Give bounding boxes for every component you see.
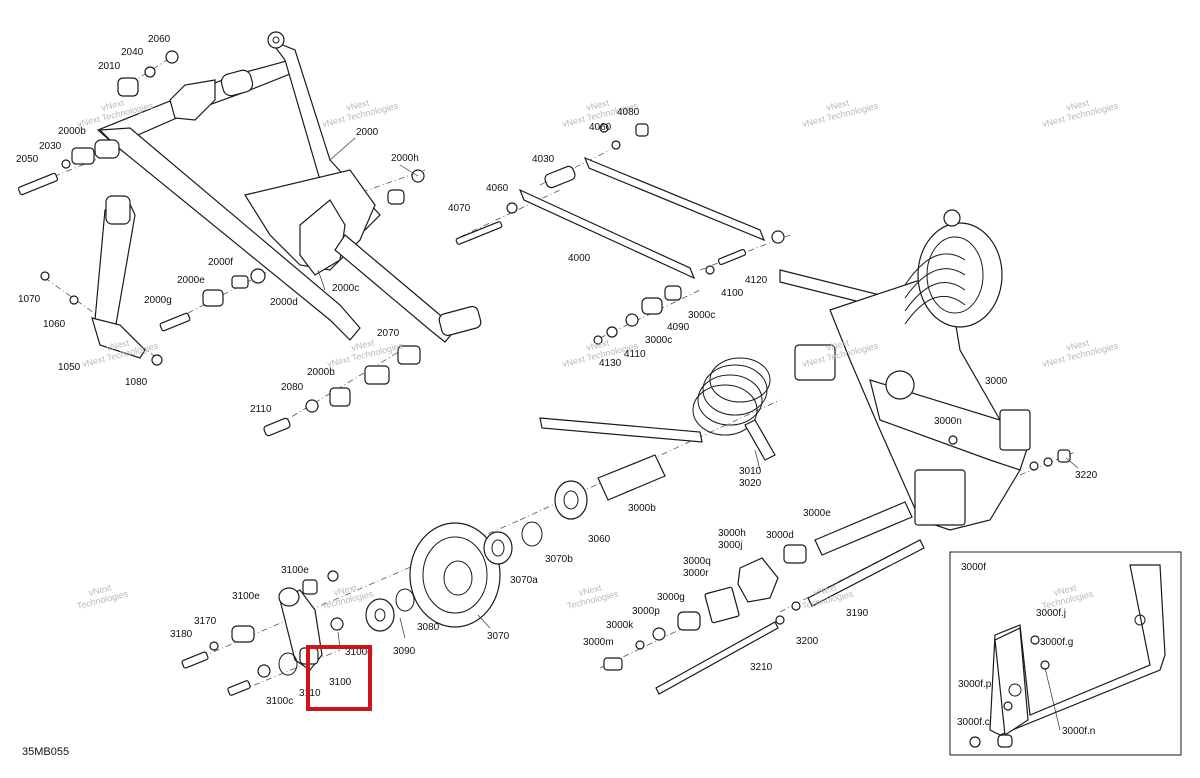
part-label: 4130: [599, 358, 622, 369]
part-label: 2030: [39, 141, 62, 152]
part-label: 3090: [393, 646, 416, 657]
lever-1060: [40, 195, 163, 366]
part-label: 3000p: [632, 606, 660, 617]
part-label: 2000d: [270, 297, 298, 308]
shafts-3000: [603, 449, 1071, 695]
part-label: 2010: [98, 61, 121, 72]
part-label: 4030: [532, 154, 555, 165]
part-label: 3170: [194, 616, 217, 627]
part-label: 4070: [448, 203, 471, 214]
part-label: 3000c: [645, 335, 673, 346]
part-label: 3070: [487, 631, 510, 642]
part-label: 2000g: [144, 295, 172, 306]
part-label: 3070a: [510, 575, 538, 586]
part-label: 4090: [667, 322, 690, 333]
part-label: 2000f: [208, 257, 234, 268]
part-label: 2000e: [177, 275, 205, 286]
part-label: 4080: [617, 107, 640, 118]
part-label: 2000b: [58, 126, 86, 137]
part-label: 2000h: [391, 153, 419, 164]
part-label: 4060: [589, 122, 612, 133]
spring-3010: [539, 357, 776, 520]
part-label: 3000e: [803, 508, 831, 519]
part-label: 2040: [121, 47, 144, 58]
tensioner-arm-3100: [181, 570, 344, 696]
part-label: 2000c: [332, 283, 360, 294]
part-label: 3220: [1075, 470, 1098, 481]
part-label: 3000f.n: [1062, 726, 1096, 737]
part-label: 3000q: [683, 556, 711, 567]
part-label: 3100: [329, 677, 352, 688]
part-label: 3200: [796, 636, 819, 647]
part-label: 1060: [43, 319, 66, 330]
part-label: 3000n: [934, 416, 962, 427]
reference-code: 35MB055: [22, 746, 70, 758]
part-label: 3000r: [683, 568, 709, 579]
part-label: 1070: [18, 294, 41, 305]
part-label: 3210: [750, 662, 773, 673]
part-label: 2060: [148, 34, 171, 45]
part-label: 3100c: [266, 696, 294, 707]
part-label: 1080: [125, 377, 148, 388]
leader-lines: [317, 137, 1079, 731]
part-label: 2000: [356, 127, 379, 138]
link-rods-4000: [455, 123, 785, 345]
part-label: 3000h: [718, 528, 746, 539]
part-label: 3000d: [766, 530, 794, 541]
part-label: 3070b: [545, 554, 573, 565]
part-label: 3000f.j: [1036, 608, 1067, 619]
part-label: 3000g: [657, 592, 685, 603]
part-label: 3000k: [606, 620, 634, 631]
part-label: 3000f.c: [957, 717, 990, 728]
highlight-box: [306, 645, 372, 711]
part-label: 4060: [486, 183, 509, 194]
rear-frame-3000: [779, 209, 1031, 531]
part-label: 3060: [588, 534, 611, 545]
part-label: 3000m: [583, 637, 614, 648]
part-label: 3100d: [345, 647, 373, 658]
part-label: 3010: [739, 466, 762, 477]
part-label: 3190: [846, 608, 869, 619]
hardware-2000: [17, 50, 425, 437]
part-label: 4000: [568, 253, 591, 264]
part-label: 3000c: [688, 310, 716, 321]
part-label: 2080: [281, 382, 304, 393]
part-label: 3180: [170, 629, 193, 640]
part-label: 3020: [739, 478, 762, 489]
part-label: 3100e: [281, 565, 309, 576]
part-label: 4120: [745, 275, 768, 286]
part-label: 3000: [985, 376, 1008, 387]
inset-3000f: [949, 551, 1182, 756]
part-label: 3000j: [718, 540, 743, 551]
part-label: 2110: [250, 404, 272, 415]
idler-wheel-3070: [365, 521, 543, 632]
part-label: 2050: [16, 154, 39, 165]
part-label: 3080: [417, 622, 440, 633]
part-label: 3100e: [232, 591, 260, 602]
part-label: 3000f.g: [1040, 637, 1074, 648]
part-label: 4110: [624, 349, 646, 360]
part-label: 2000b: [307, 367, 335, 378]
part-label: 3000b: [628, 503, 656, 514]
part-label: 2070: [377, 328, 400, 339]
inset-title: 3000f: [961, 562, 987, 573]
part-label: 3000f.p: [958, 679, 992, 690]
part-label: 1050: [58, 362, 81, 373]
front-arm-2000: [96, 31, 482, 343]
part-label: 4100: [721, 288, 744, 299]
